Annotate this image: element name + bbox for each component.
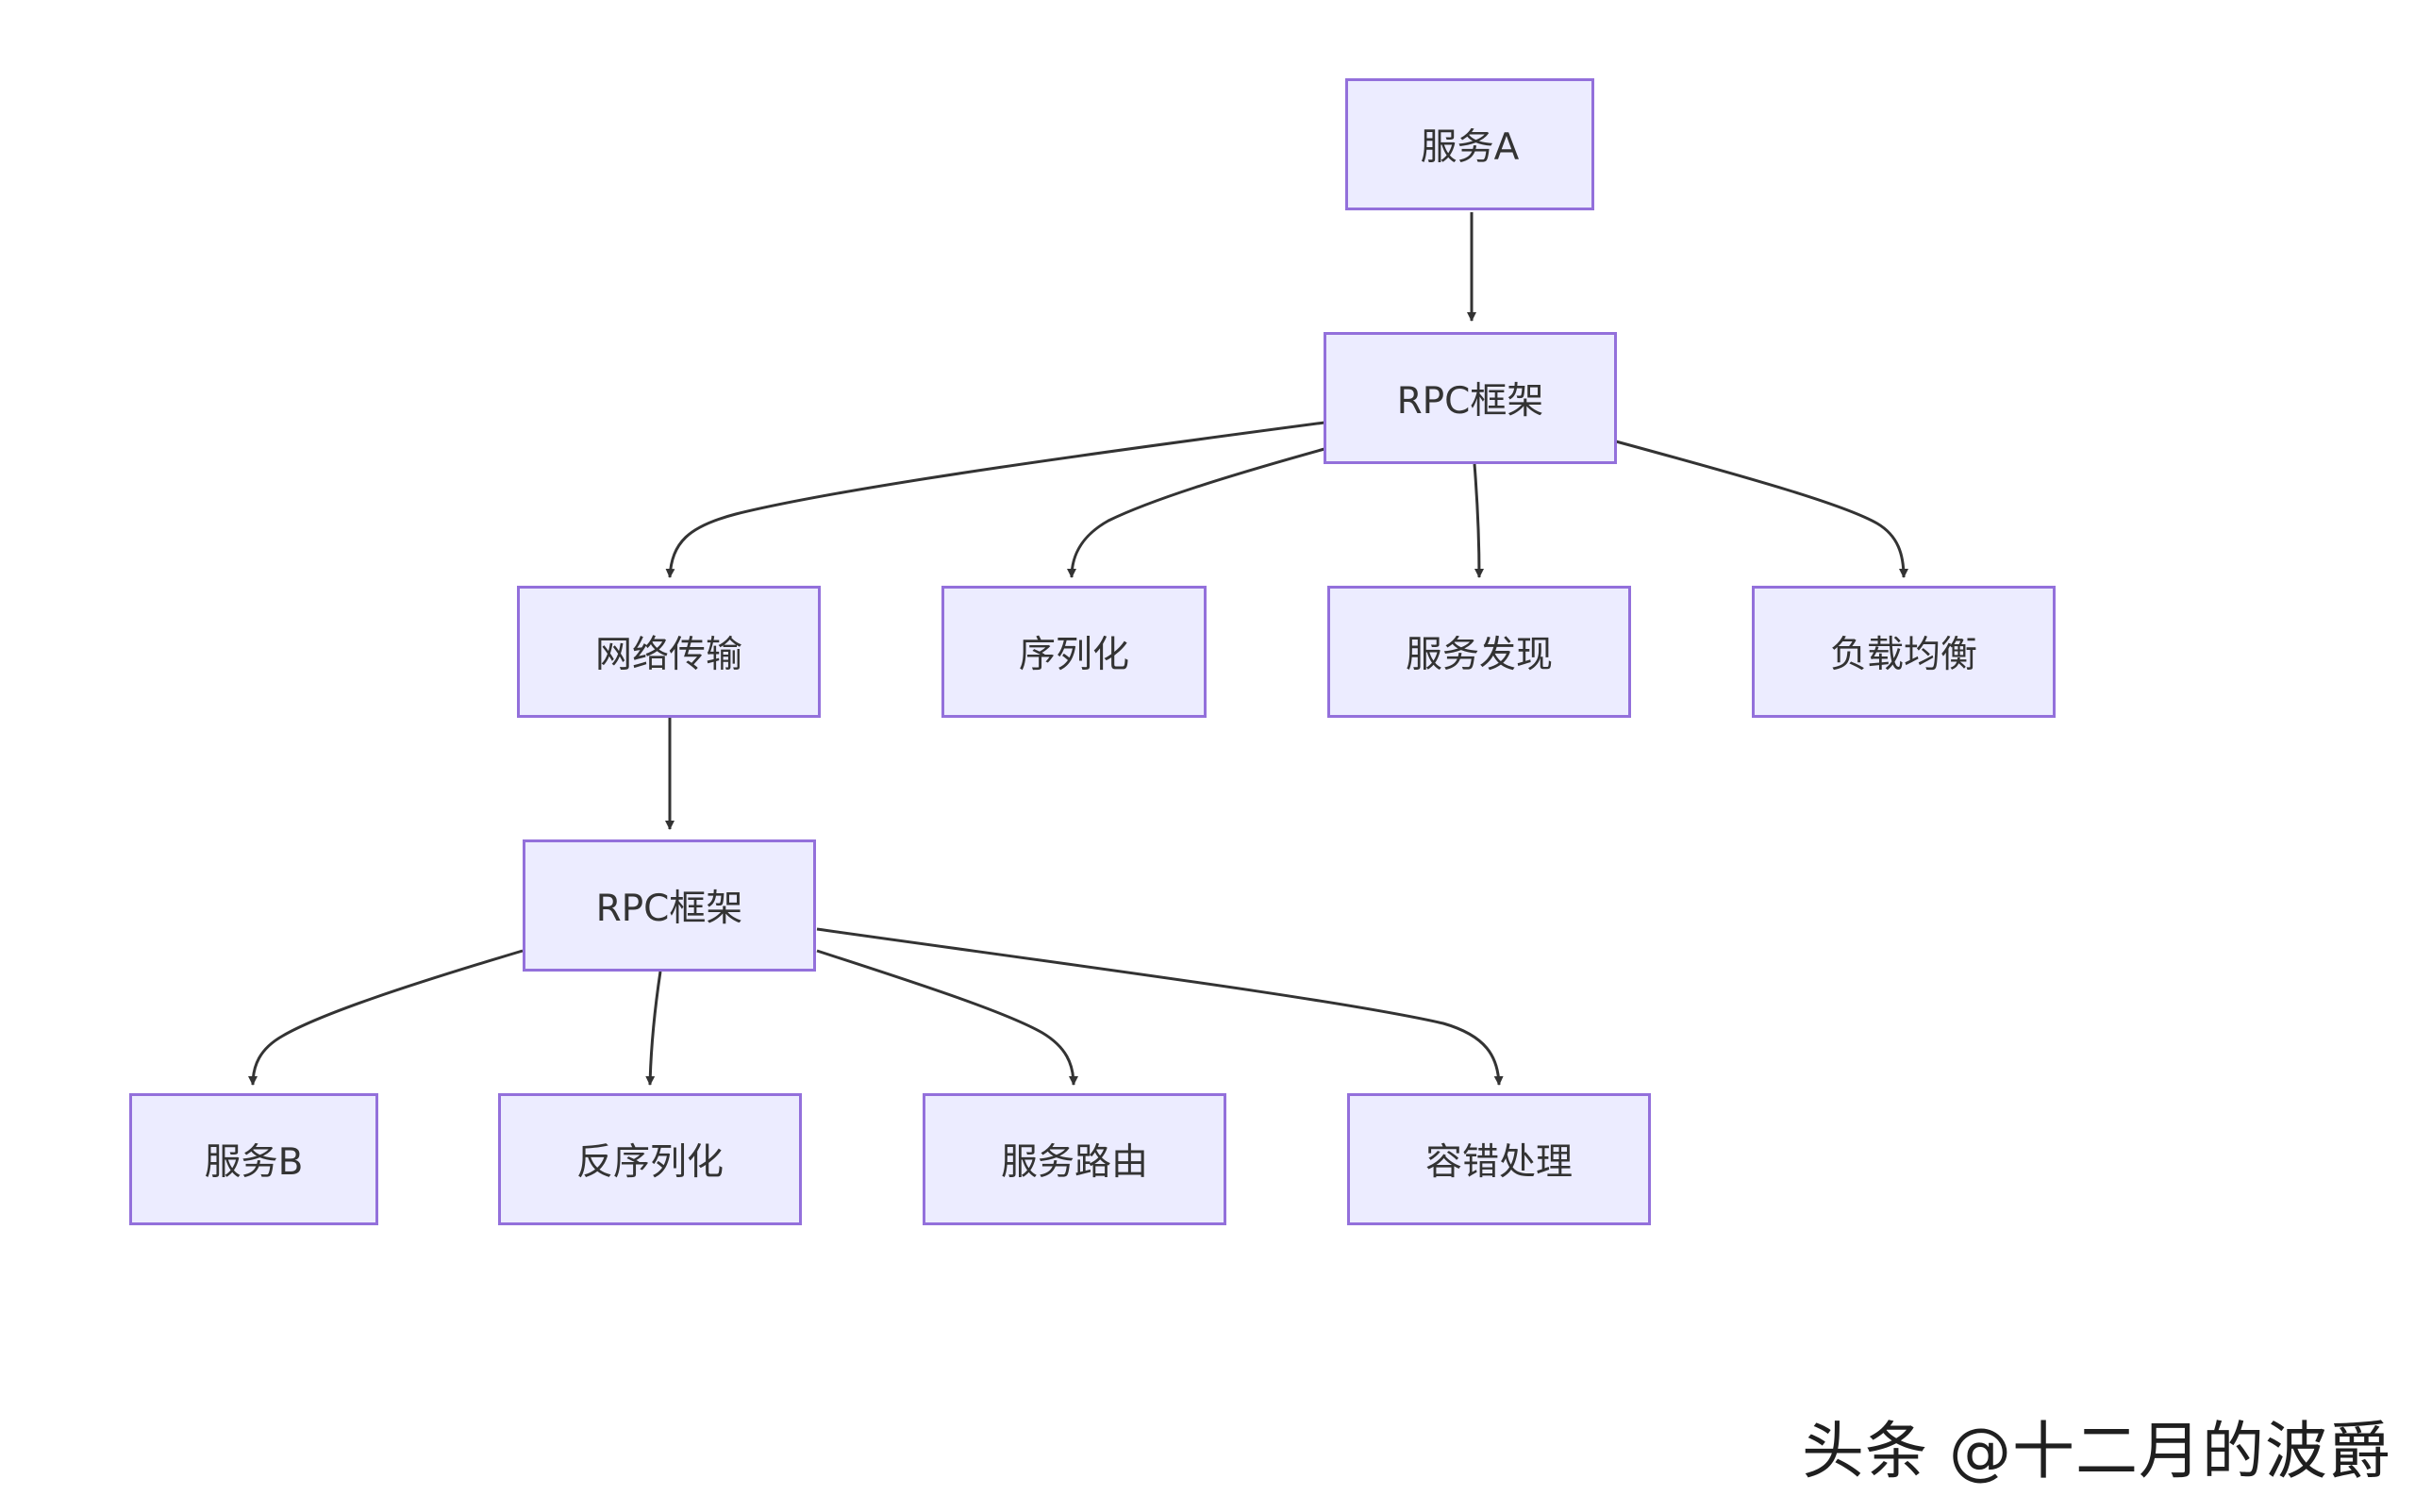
node-service-routing[interactable]: 服务路由: [923, 1093, 1226, 1225]
watermark-text: 头条 @十二月的波爵: [1802, 1415, 2391, 1487]
node-network-transport[interactable]: 网络传输: [517, 586, 821, 718]
node-service-b[interactable]: 服务B: [129, 1093, 378, 1225]
node-deserialization[interactable]: 反序列化: [498, 1093, 802, 1225]
node-serialization[interactable]: 序列化: [941, 586, 1207, 718]
node-rpc-framework-bottom[interactable]: RPC框架: [523, 839, 816, 972]
edge-rpc-top-to-load-balancing: [1615, 440, 1908, 578]
edge-rpc-bottom-to-service-routing: [816, 949, 1078, 1086]
edge-rpc-bottom-to-service-b: [248, 949, 524, 1086]
node-load-balancing[interactable]: 负载均衡: [1752, 586, 2056, 718]
edge-rpc-bottom-to-deserialization: [645, 971, 662, 1086]
edge-rpc-top-to-service-discovery: [1473, 463, 1484, 578]
node-service-discovery[interactable]: 服务发现: [1327, 586, 1631, 718]
edge-rpc-top-to-serialization: [1067, 447, 1325, 578]
node-service-a[interactable]: 服务A: [1345, 78, 1594, 210]
edge-rpc-bottom-to-fault-tolerance: [816, 927, 1504, 1086]
node-rpc-framework-top[interactable]: RPC框架: [1324, 332, 1617, 464]
edge-rpc-top-to-network-transport: [665, 421, 1325, 578]
node-fault-tolerance[interactable]: 容错处理: [1347, 1093, 1651, 1225]
